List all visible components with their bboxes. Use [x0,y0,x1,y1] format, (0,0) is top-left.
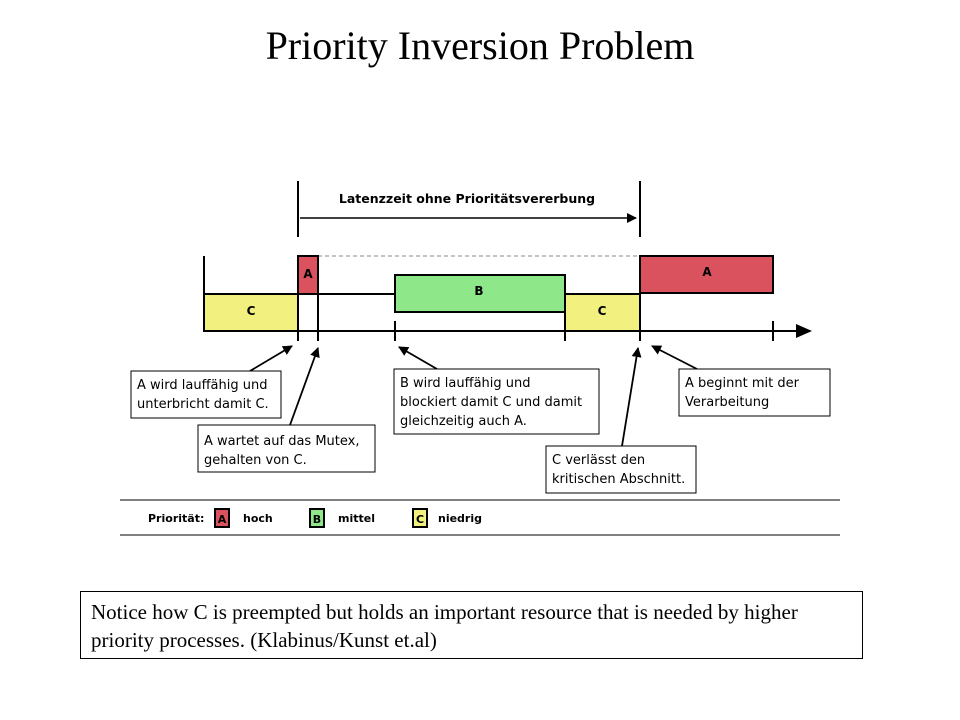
svg-text:C: C [247,304,256,318]
timeline [203,256,812,341]
svg-text:A: A [218,513,227,526]
task-block-a2: A [639,255,774,294]
svg-text:niedrig: niedrig [438,512,482,525]
svg-text:mittel: mittel [338,512,375,525]
svg-text:C verlässt den kritische: C verlässt den kritischen Abschnitt. [552,453,685,487]
callout-a-begins: A beginnt mit der Verarbeitung [678,368,831,417]
slide-note: Notice how C is preempted but holds an i… [80,591,863,659]
svg-text:A beginnt mit der Verarb: A beginnt mit der Verarbeitung [685,376,803,410]
svg-text:A wartet auf das Mutex,: A wartet auf das Mutex, gehalten von C. [204,434,364,468]
callout-b-ready: B wird lauffähig und blockiert damit C u… [393,368,600,435]
svg-text:C: C [598,304,607,318]
svg-text:A wird lauffähig und unt: A wird lauffähig und unterbricht damit C… [137,378,272,412]
latency-label: Latenzzeit ohne Prioritätsvererbung [339,191,595,206]
legend-item-high: A hoch [214,508,273,528]
callout-arrows [249,345,698,447]
task-block-c2: C [564,293,641,332]
legend-label: Priorität: [148,512,204,525]
task-block-a1: A [297,255,319,295]
legend-item-medium: B mittel [309,508,375,528]
svg-text:B: B [313,513,321,526]
svg-text:B: B [474,284,483,298]
callout-c-leaves: C verlässt den kritischen Abschnitt. [545,445,697,494]
latency-bracket: Latenzzeit ohne Prioritätsvererbung [297,181,641,237]
callout-a-ready: A wird lauffähig und unterbricht damit C… [130,370,282,419]
svg-text:hoch: hoch [243,512,273,525]
svg-text:A: A [702,265,712,279]
svg-text:A: A [303,267,313,281]
task-block-c1: C [203,293,299,332]
svg-text:C: C [416,513,424,526]
legend-item-low: C niedrig [412,508,482,528]
slide-title: Priority Inversion Problem [265,23,695,68]
task-block-b: B [394,274,566,313]
callout-a-waits: A wartet auf das Mutex, gehalten von C. [197,424,376,473]
svg-text:B wird lauffähig und blo: B wird lauffähig und blockiert damit C u… [400,376,586,429]
legend: Priorität: A hoch B mittel C niedrig [120,499,840,536]
